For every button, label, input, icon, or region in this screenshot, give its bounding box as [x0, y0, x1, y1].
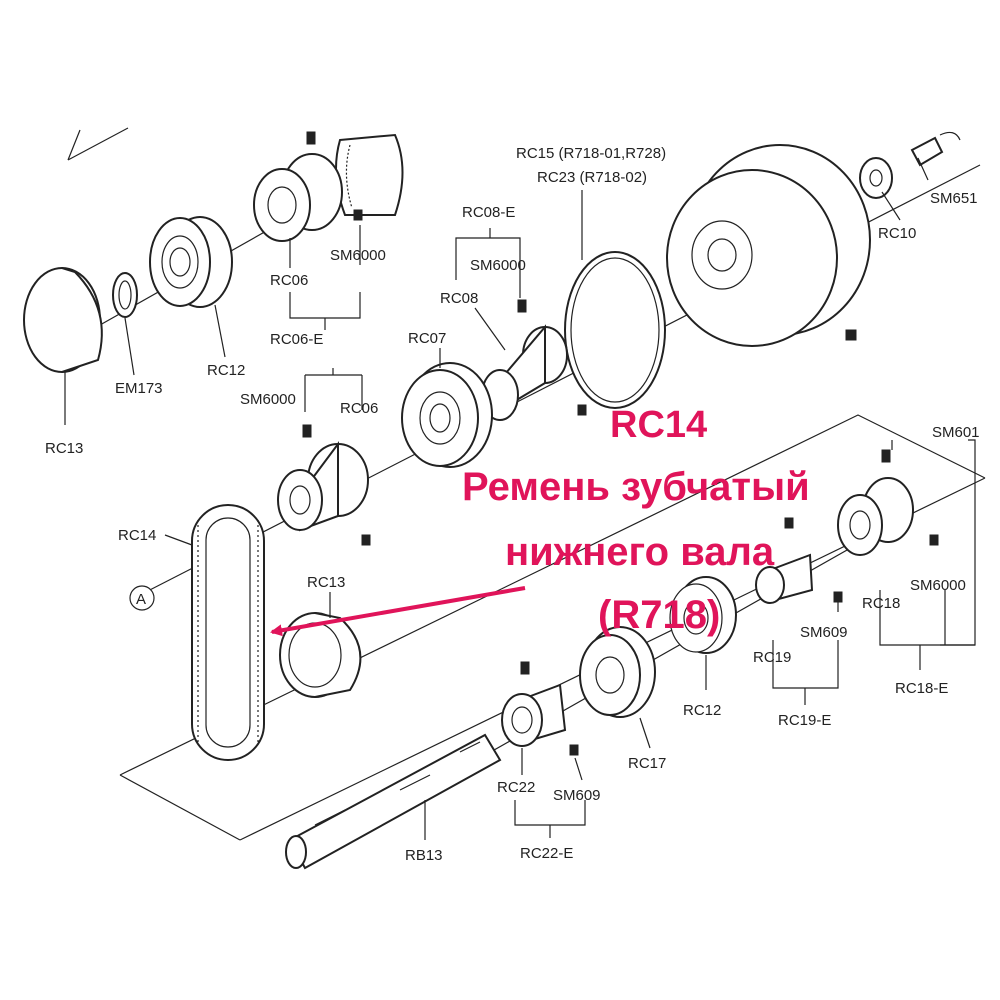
rc12-flange-top [149, 216, 233, 308]
callout-line3: (R718) [598, 593, 720, 637]
label-rc06-mid: RC06 [340, 400, 378, 417]
rc17-bearing [579, 626, 656, 718]
label-sm601: SM601 [932, 424, 980, 441]
callout-line1: Ремень зубчатый [462, 465, 810, 509]
label-rc08: RC08 [440, 290, 478, 307]
label-rc19e: RC19-E [778, 712, 831, 729]
label-rc22: RC22 [497, 779, 535, 796]
label-rc06e: RC06-E [270, 331, 323, 348]
label-rc10: RC10 [878, 225, 916, 242]
label-rc17: RC17 [628, 755, 666, 772]
rc18-pulley [837, 449, 939, 556]
rc13-cap-left [23, 267, 103, 373]
rc19-collar [755, 517, 843, 604]
label-rb13: RB13 [405, 847, 443, 864]
label-sm6000-c: SM6000 [240, 391, 296, 408]
label-sm609-a: SM609 [800, 624, 848, 641]
label-rc15: RC15 (R718-01,R728) [516, 145, 666, 162]
label-rc12-top: RC12 [207, 362, 245, 379]
callout-line2: нижнего вала [505, 530, 775, 574]
top-belt [335, 133, 404, 216]
rc12-flange-bottom [669, 576, 737, 654]
callout-annotation: RC14 Ремень зубчатый нижнего вала (R718) [270, 404, 810, 637]
label-rc18e: RC18-E [895, 680, 948, 697]
label-rc14: RC14 [118, 527, 156, 544]
label-sm609-b: SM609 [553, 787, 601, 804]
rc07-bearing [401, 362, 493, 468]
label-rc07: RC07 [408, 330, 446, 347]
rc06-pulley-top [253, 131, 363, 242]
label-em173: EM173 [115, 380, 163, 397]
rc22-collar [501, 661, 579, 756]
label-sm6000-b: SM6000 [330, 247, 386, 264]
callout-arrow [270, 586, 526, 637]
rc13-cup-mid [279, 612, 362, 698]
rc14-belt [191, 504, 265, 761]
label-rc22e: RC22-E [520, 845, 573, 862]
label-rc23: RC23 (R718-02) [537, 169, 647, 186]
label-rc13-mid: RC13 [307, 574, 345, 591]
label-rc18: RC18 [862, 595, 900, 612]
em173-ring [112, 272, 138, 318]
label-rc13-left: RC13 [45, 440, 83, 457]
circle-a-marker: A [129, 585, 155, 611]
rc10-washer [859, 157, 893, 199]
sm651-spring [910, 131, 961, 167]
rc15-large-pulley [666, 144, 871, 347]
label-rc06-top: RC06 [270, 272, 308, 289]
rc15-ring [564, 251, 666, 409]
rc06-pulley-mid [277, 424, 371, 546]
label-rc19: RC19 [753, 649, 791, 666]
label-rc12-bottom: RC12 [683, 702, 721, 719]
svg-text:A: A [136, 591, 146, 608]
label-sm6000-d: SM6000 [910, 577, 966, 594]
leader-lines [64, 157, 976, 840]
label-rc08e: RC08-E [462, 204, 515, 221]
callout-code: RC14 [610, 404, 707, 446]
label-sm6000-a: SM6000 [470, 257, 526, 274]
rb13-shaft [285, 733, 502, 870]
label-sm651: SM651 [930, 190, 978, 207]
